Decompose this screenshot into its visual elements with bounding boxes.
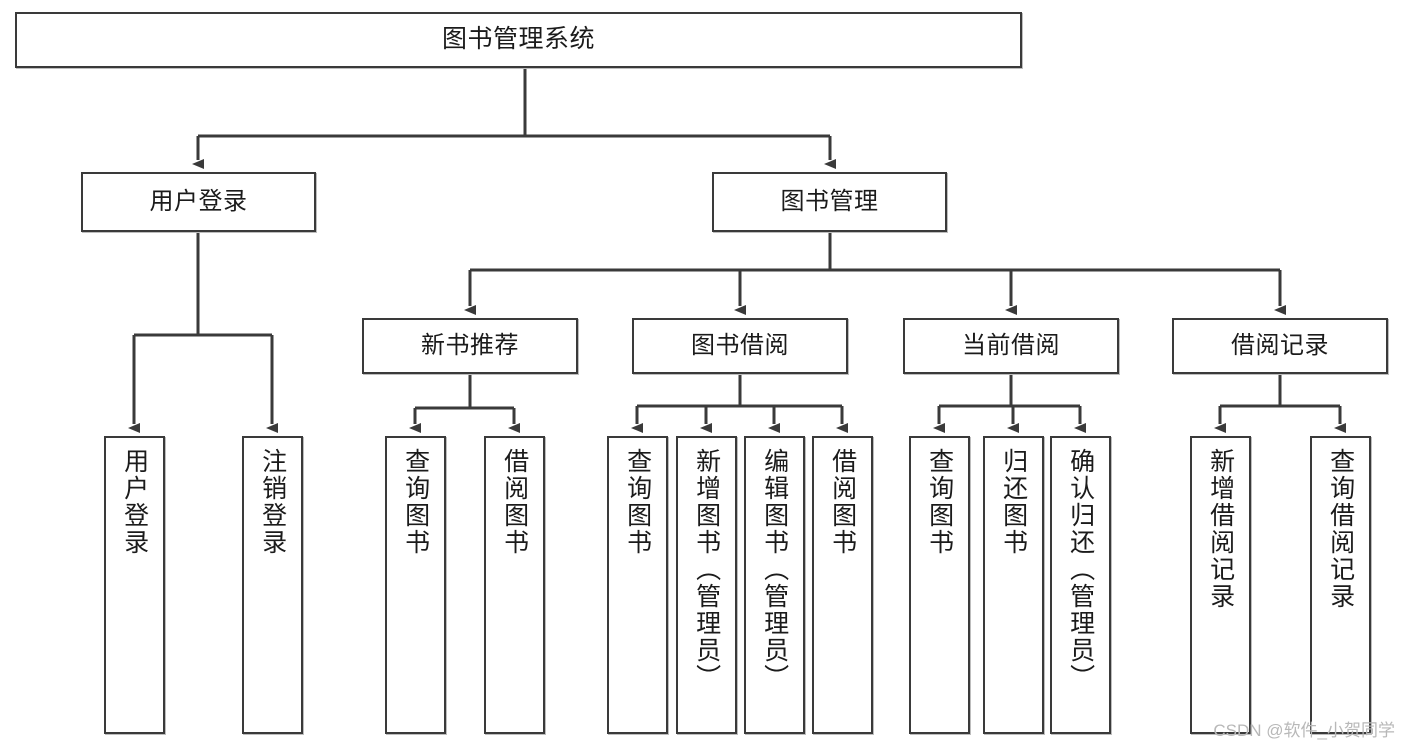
node-book-manage[interactable]: 图书管理	[712, 172, 947, 232]
node-leaf-query-record-label: 查询借阅记录	[1326, 448, 1355, 610]
node-leaf-confirm-return-label: 确认归还（管理员）	[1066, 448, 1095, 691]
node-new-book-rec-label: 新书推荐	[421, 331, 519, 359]
node-leaf-query-book-1-label: 查询图书	[401, 448, 430, 556]
node-book-borrow[interactable]: 图书借阅	[632, 318, 848, 374]
node-new-book-rec[interactable]: 新书推荐	[362, 318, 578, 374]
node-user-login[interactable]: 用户登录	[81, 172, 316, 232]
node-leaf-edit-book[interactable]: 编辑图书（管理员）	[744, 436, 805, 734]
node-leaf-borrow-book-2-label: 借阅图书	[828, 448, 857, 556]
node-leaf-add-record-label: 新增借阅记录	[1206, 448, 1235, 610]
csdn-watermark: CSDN @软件_小贺同学	[1213, 721, 1395, 740]
node-leaf-return-book-label: 归还图书	[999, 448, 1028, 556]
node-leaf-add-book-label: 新增图书（管理员）	[692, 448, 721, 691]
node-leaf-query-book-2-label: 查询图书	[623, 448, 652, 556]
node-leaf-add-record[interactable]: 新增借阅记录	[1190, 436, 1251, 734]
node-borrow-record-label: 借阅记录	[1231, 331, 1329, 359]
node-leaf-logout[interactable]: 注销登录	[242, 436, 303, 734]
node-leaf-logout-label: 注销登录	[258, 448, 287, 556]
node-borrow-record[interactable]: 借阅记录	[1172, 318, 1388, 374]
node-leaf-borrow-book-1-label: 借阅图书	[500, 448, 529, 556]
node-leaf-borrow-book-1[interactable]: 借阅图书	[484, 436, 545, 734]
node-leaf-return-book[interactable]: 归还图书	[983, 436, 1044, 734]
node-leaf-query-book-3-label: 查询图书	[925, 448, 954, 556]
node-leaf-edit-book-label: 编辑图书（管理员）	[760, 448, 789, 691]
node-current-borrow[interactable]: 当前借阅	[903, 318, 1119, 374]
node-leaf-query-record[interactable]: 查询借阅记录	[1310, 436, 1371, 734]
node-leaf-query-book-2[interactable]: 查询图书	[607, 436, 668, 734]
node-root-label: 图书管理系统	[441, 25, 595, 54]
node-leaf-confirm-return[interactable]: 确认归还（管理员）	[1050, 436, 1111, 734]
node-leaf-user-login-label: 用户登录	[120, 448, 149, 556]
node-user-login-label: 用户登录	[149, 187, 248, 215]
node-leaf-query-book-3[interactable]: 查询图书	[909, 436, 970, 734]
node-root[interactable]: 图书管理系统	[15, 12, 1022, 68]
node-current-borrow-label: 当前借阅	[962, 331, 1060, 359]
node-leaf-user-login[interactable]: 用户登录	[104, 436, 165, 734]
node-book-borrow-label: 图书借阅	[691, 331, 789, 359]
node-book-manage-label: 图书管理	[780, 187, 879, 215]
node-leaf-add-book[interactable]: 新增图书（管理员）	[676, 436, 737, 734]
node-leaf-borrow-book-2[interactable]: 借阅图书	[812, 436, 873, 734]
node-leaf-query-book-1[interactable]: 查询图书	[385, 436, 446, 734]
